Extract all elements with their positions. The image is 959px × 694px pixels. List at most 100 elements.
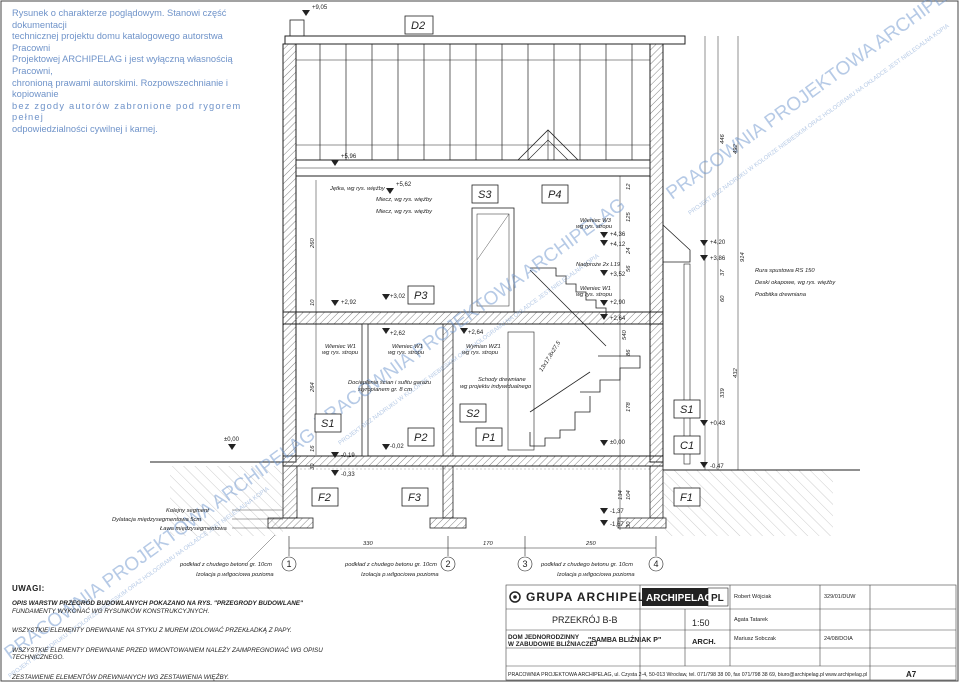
ann-wieniec-w1-a-sub: wg rys. stropu <box>322 350 359 356</box>
dim-24: 24 <box>626 248 632 255</box>
ann-wieniec-w3: Wieniec W3 <box>580 218 612 224</box>
axis-2: 2 <box>445 559 450 569</box>
level-137: -1,37 <box>610 509 624 515</box>
level-264b: +2,64 <box>468 330 484 336</box>
tb-project-type2: W ZABUDOWIE BLIŹNIACZEJ <box>508 639 598 648</box>
tb-drawing-title: PRZEKRÓJ B-B <box>552 615 618 625</box>
ann-stairs-note: 13x17,8x27,5 <box>539 340 563 373</box>
room-S1-left: S1 <box>321 418 334 430</box>
watermark-main-1: PRACOWNIA PROJEKTOWA ARCHIPELAG <box>663 0 959 204</box>
disclaimer-line: Rysunek o charakterze poglądowym. Stanow… <box>12 8 227 30</box>
level-texts: +9,05 +5,96 +5,62 +4,36 +4,12 +4,20 +3,8… <box>224 5 726 528</box>
level-167: -1,67 <box>610 522 624 528</box>
dim-134: 134 <box>618 490 624 500</box>
note-item: ZESTAWIENIE ELEMENTÓW DREWNIANYCH WG ZES… <box>12 673 230 681</box>
dim-339: 339 <box>720 388 726 398</box>
tb-grupa: GRUPA ARCHIPELAG <box>526 590 666 604</box>
room-F3: F3 <box>408 492 422 504</box>
room-D2: D2 <box>411 20 425 32</box>
ann-wieniec-w1-a: Wieniec W1 <box>325 344 356 350</box>
room-C1: C1 <box>680 440 694 452</box>
tb-code-2: 24/08/DOIA <box>824 636 853 642</box>
level-290: +2,90 <box>610 300 626 306</box>
archipelag-logo-bg <box>642 588 728 606</box>
ann-podklad-1: podkład z chudego betonu gr. 10cm <box>179 562 272 568</box>
notes-title: UWAGI: <box>12 584 45 593</box>
tb-branch: ARCH. <box>692 637 716 646</box>
ann-podklad-3: podkład z chudego betonu gr. 10cm <box>540 562 633 568</box>
room-P3: P3 <box>414 290 428 302</box>
room-F1: F1 <box>680 492 693 504</box>
ann-rura: Rura spustowa RS 150 <box>755 268 815 274</box>
level-019: -0,19 <box>341 453 355 459</box>
ann-wymian-sub: wg rys. stropu <box>462 350 499 356</box>
room-S3: S3 <box>478 189 492 201</box>
dim-178: 178 <box>626 402 632 412</box>
watermark-small-1: PROJEKT BEZ NADRUKU W KOLORZE NIEBIESKIM… <box>688 23 951 216</box>
room-S2: S2 <box>466 408 479 420</box>
ann-jetka: Jętka, wg rys. więźby <box>329 186 386 192</box>
ann-miecz1: Miecz, wg rys. więźby <box>376 197 433 203</box>
dim-260: 260 <box>310 238 316 249</box>
ann-wieniec-w1-b: Wieniec W1 <box>392 344 423 350</box>
dim-37: 37 <box>720 269 726 276</box>
dim-60: 60 <box>720 295 726 302</box>
ann-lawa: Ława międzysegmentowa <box>160 526 227 532</box>
dim-16: 16 <box>310 445 316 452</box>
dim-86: 86 <box>626 349 632 356</box>
axis-labels: 1 2 3 4 <box>286 559 658 569</box>
disclaimer: Rysunek o charakterze poglądowym. Stanow… <box>12 8 262 136</box>
disclaimer-line: technicznej projektu domu katalogowego a… <box>12 31 223 53</box>
room-P2: P2 <box>414 432 427 444</box>
axis-4: 4 <box>653 559 658 569</box>
note-item: WSZYSTKIE ELEMENTY DREWNIANE NA STYKU Z … <box>12 627 292 635</box>
disclaimer-line: bez zgody autorów zabronione pod rygorem… <box>12 100 242 123</box>
ann-docieplenie-sub: styropianem gr. 8 cm <box>358 387 412 393</box>
tb-scale: 1:50 <box>692 618 710 628</box>
tb-code-1: 329/01/DUW <box>824 594 856 600</box>
dim-125: 125 <box>626 212 632 222</box>
dim-432: 432 <box>733 368 739 378</box>
ann-podklad-2: podkład z chudego betonu gr. 10cm <box>344 562 437 568</box>
level-264a: +2,64 <box>610 316 626 322</box>
dim-56: 56 <box>626 265 632 272</box>
dim-170: 170 <box>483 541 493 547</box>
axis-1: 1 <box>286 559 291 569</box>
level-562: +5,62 <box>396 182 412 188</box>
level-zero-left: ±0,00 <box>224 437 240 443</box>
tb-project-name: "SAMBA BLIŹNIAK P" <box>588 635 661 644</box>
ann-docieplenie: Docieplenie ścian i sufitu garażu <box>348 380 432 386</box>
ann-miecz2: Miecz, wg rys. więźby <box>376 209 433 215</box>
level-top-floor: +5,96 <box>341 154 357 160</box>
tb-archipelag: ARCHIPELAG <box>646 593 712 604</box>
note-item: FUNDAMENTY WYKONAĆ WG RYSUNKÓW KONSTRUKC… <box>12 607 210 615</box>
ann-wieniec-w1-right-sub: wg rys. stropu <box>576 292 613 298</box>
title-block-grid <box>505 584 957 681</box>
ann-podbitka: Podbitka drewniana <box>755 292 807 298</box>
tb-pl: PL <box>711 593 724 604</box>
ann-deski: Deski okapowe, wg rys. więźby <box>755 280 836 286</box>
level-047: -0,47 <box>710 464 724 470</box>
dim-30b: 30 <box>626 521 632 528</box>
dim-264: 264 <box>310 382 316 393</box>
dim-446: 446 <box>720 134 726 144</box>
building <box>267 19 691 529</box>
tb-person-2: Agata Tatarek <box>734 617 768 623</box>
dim-540: 540 <box>622 330 628 340</box>
tb-person-3: Mariusz Sobczak <box>734 636 776 642</box>
dim-250: 250 <box>585 541 596 547</box>
dim-12: 12 <box>626 183 632 190</box>
level-002: -0,02 <box>390 444 404 450</box>
dim-914: 914 <box>740 252 746 262</box>
note-item: OPIS WARSTW PRZEGRÓD BUDOWLANYCH POKAZAN… <box>12 600 303 607</box>
room-F2: F2 <box>318 492 331 504</box>
ann-wieniec-w1-b-sub: wg rys. stropu <box>388 350 425 356</box>
level-262: +2,62 <box>390 331 406 337</box>
ann-wymian: Wymian WZ1 <box>466 344 501 350</box>
level-ridge: +9,05 <box>312 5 328 11</box>
tb-person-1: Robert Wójciak <box>734 594 772 600</box>
room-P4: P4 <box>548 189 561 201</box>
level-386: +3,86 <box>710 256 726 262</box>
